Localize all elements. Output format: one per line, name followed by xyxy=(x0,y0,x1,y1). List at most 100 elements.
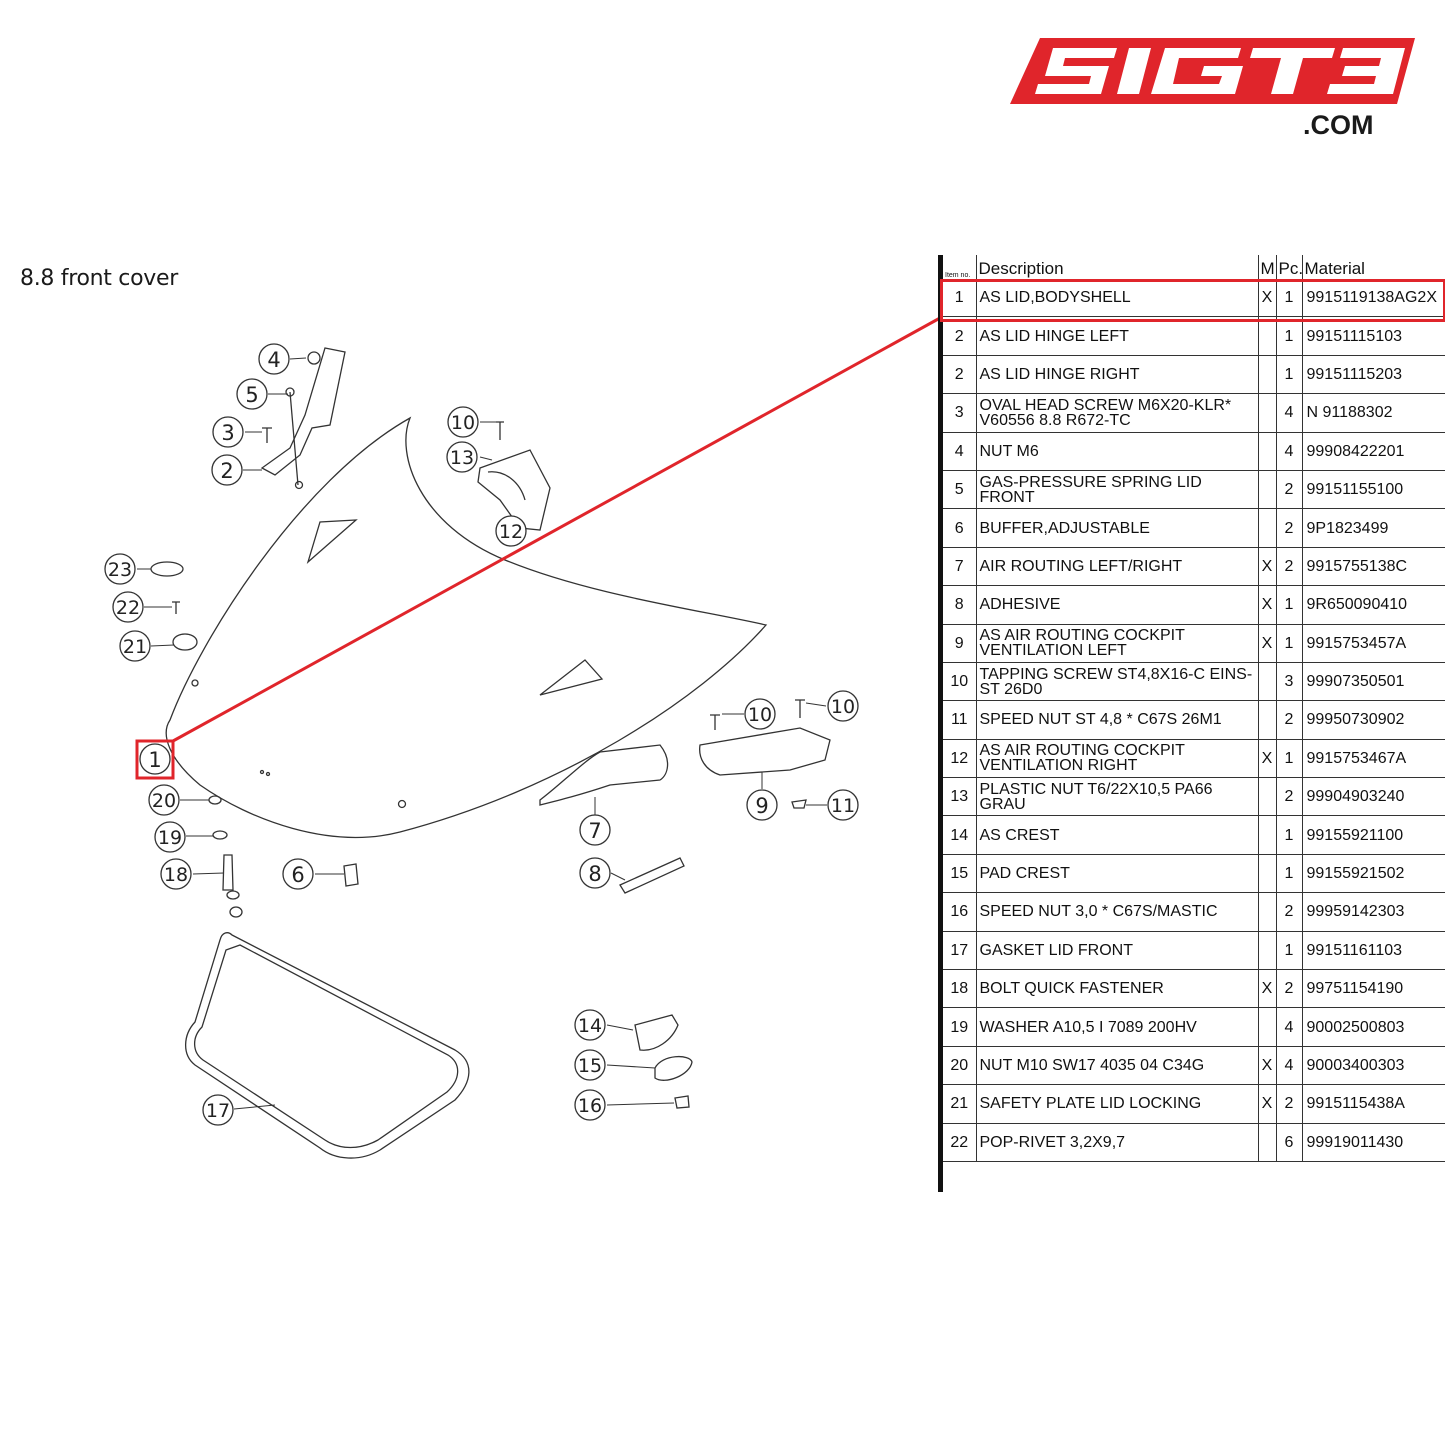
cell-item-no: 3 xyxy=(943,393,976,433)
bolt-nut-2 xyxy=(229,906,243,918)
callout-2[interactable]: 2 xyxy=(211,454,243,486)
cell-m xyxy=(1257,854,1276,894)
cell-pc: 2 xyxy=(1275,892,1302,932)
section-title: 8.8 front cover xyxy=(20,266,178,291)
cell-pc: 4 xyxy=(1275,393,1302,433)
cell-material: N 91188302 xyxy=(1301,393,1445,433)
callout-3[interactable]: 3 xyxy=(212,416,244,448)
cell-description: NUT M6 xyxy=(975,432,1258,471)
cell-item-no: 19 xyxy=(943,1007,976,1047)
callout-9[interactable]: 9 xyxy=(746,789,778,821)
speed-nut-shape xyxy=(791,799,807,809)
cell-material: 9915753457A xyxy=(1301,624,1445,663)
header-description: Description xyxy=(975,255,1258,279)
gas-spring-bottom xyxy=(294,480,304,490)
callout-10-top[interactable]: 10 xyxy=(447,406,479,438)
cell-pc: 4 xyxy=(1275,432,1302,471)
washer-shape xyxy=(212,830,228,840)
cell-item-no: 17 xyxy=(943,931,976,971)
callout-16[interactable]: 16 xyxy=(574,1089,606,1121)
cell-item-no: 5 xyxy=(943,470,976,510)
cell-description: AIR ROUTING LEFT/RIGHT xyxy=(975,547,1258,587)
cell-pc: 3 xyxy=(1275,662,1302,702)
callout-5[interactable]: 5 xyxy=(236,378,268,410)
callout-23[interactable]: 23 xyxy=(104,553,136,585)
cell-item-no: 10 xyxy=(943,662,976,702)
oval-head-screw-shape xyxy=(262,427,272,443)
callout-8[interactable]: 8 xyxy=(579,857,611,889)
cell-pc: 1 xyxy=(1275,854,1302,894)
cell-description: SPEED NUT 3,0 * C67S/MASTIC xyxy=(975,892,1258,932)
cell-description: POP-RIVET 3,2X9,7 xyxy=(975,1123,1258,1162)
svg-text:2: 2 xyxy=(220,459,233,483)
callout-20[interactable]: 20 xyxy=(148,784,180,816)
callout-4[interactable]: 4 xyxy=(258,343,290,375)
cell-m xyxy=(1257,662,1276,702)
cell-pc: 2 xyxy=(1275,777,1302,817)
callout-11[interactable]: 11 xyxy=(827,789,859,821)
svg-text:5: 5 xyxy=(245,383,258,407)
table-header-row: Item no. Description M Pc. Material xyxy=(943,255,1445,279)
callout-12[interactable]: 12 xyxy=(495,515,527,547)
cell-material: 99151155100 xyxy=(1301,470,1445,510)
callout-22[interactable]: 22 xyxy=(112,591,144,623)
screw-10-right xyxy=(795,699,805,718)
svg-text:23: 23 xyxy=(108,559,132,581)
cell-pc: 1 xyxy=(1275,624,1302,663)
svg-text:13: 13 xyxy=(450,447,474,469)
header-m: M xyxy=(1257,255,1276,279)
highlight-connector-line xyxy=(172,316,941,743)
callout-7[interactable]: 7 xyxy=(579,814,611,846)
cell-material: 99151161103 xyxy=(1301,931,1445,971)
callout-17[interactable]: 17 xyxy=(202,1094,234,1126)
callout-21[interactable]: 21 xyxy=(119,630,151,662)
callout-10-right[interactable]: 10 xyxy=(827,690,859,722)
callout-6[interactable]: 6 xyxy=(282,858,314,890)
svg-text:19: 19 xyxy=(158,827,182,849)
callout-18[interactable]: 18 xyxy=(160,858,192,890)
lid-vent-right xyxy=(539,659,604,696)
svg-text:1: 1 xyxy=(148,748,161,772)
cell-item-no: 20 xyxy=(943,1046,976,1086)
callout-14[interactable]: 14 xyxy=(574,1009,606,1041)
cell-material: 99155921502 xyxy=(1301,854,1445,894)
callout-10-left[interactable]: 10 xyxy=(744,698,776,730)
callout-19[interactable]: 19 xyxy=(154,821,186,853)
svg-text:10: 10 xyxy=(748,704,772,726)
header-item-no: Item no. xyxy=(945,272,971,279)
buffer-shape xyxy=(343,863,359,887)
cell-m xyxy=(1257,700,1276,740)
cell-item-no: 1 xyxy=(943,279,976,318)
cell-item-no: 8 xyxy=(943,585,976,625)
callout-15[interactable]: 15 xyxy=(574,1049,606,1081)
cell-pc: 1 xyxy=(1275,355,1302,395)
cell-m: X xyxy=(1257,547,1276,587)
cell-m xyxy=(1257,355,1276,395)
callout-1[interactable]: 1 xyxy=(139,743,171,775)
cell-description: PAD CREST xyxy=(975,854,1258,894)
callout-13[interactable]: 13 xyxy=(446,441,478,473)
